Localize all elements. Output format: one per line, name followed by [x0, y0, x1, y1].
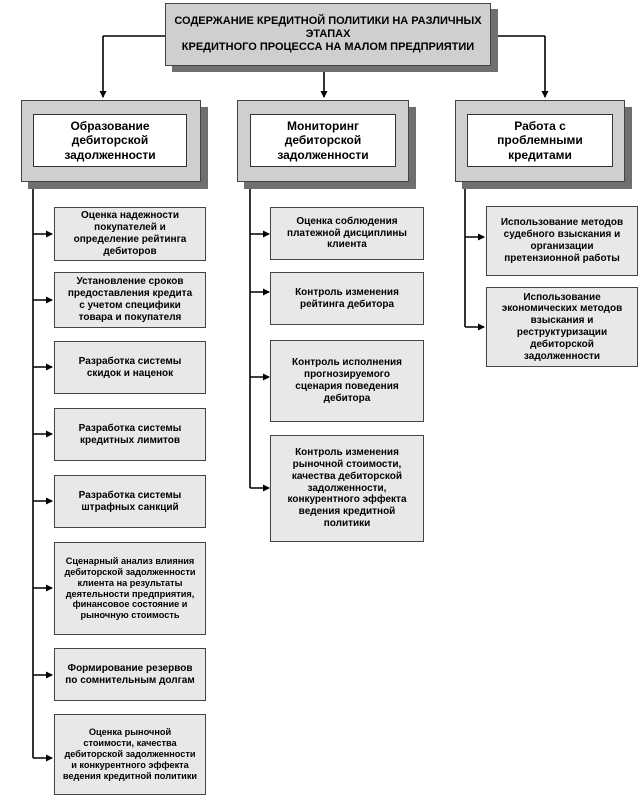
col1-item-5: Разработка системы штрафных санкций: [54, 475, 206, 528]
root-title-line1: СОДЕРЖАНИЕ КРЕДИТНОЙ ПОЛИТИКИ НА РАЗЛИЧН…: [174, 15, 482, 41]
col1-item-3: Разработка системы скидок и наценок: [54, 341, 206, 394]
col2-header: Мониторинг дебиторской задолженности: [250, 114, 396, 167]
col2-item-2: Контроль изменения рейтинга дебитора: [270, 272, 424, 325]
root-box: СОДЕРЖАНИЕ КРЕДИТНОЙ ПОЛИТИКИ НА РАЗЛИЧН…: [165, 3, 491, 66]
col3-item-2: Использование экономических методов взыс…: [486, 287, 638, 367]
col1-item-6: Сценарный анализ влияния дебиторской зад…: [54, 542, 206, 635]
col1-item-1: Оценка надежности покупателей и определе…: [54, 207, 206, 261]
col1-item-4: Разработка системы кредитных лимитов: [54, 408, 206, 461]
col1-item-8: Оценка рыночной стоимости, качества деби…: [54, 714, 206, 795]
col3-item-1: Использование методов судебного взыскани…: [486, 206, 638, 276]
col1-item-2: Установление сроков предоставления креди…: [54, 272, 206, 328]
col2-item-3: Контроль исполнения прогнозируемого сцен…: [270, 340, 424, 422]
col3-header: Работа с проблемными кредитами: [467, 114, 613, 167]
col2-item-4: Контроль изменения рыночной стоимости, к…: [270, 435, 424, 542]
col1-header: Образование дебиторской задолженности: [33, 114, 187, 167]
col1-item-7: Формирование резервов по сомнительным до…: [54, 648, 206, 701]
root-title-line2: КРЕДИТНОГО ПРОЦЕССА НА МАЛОМ ПРЕДПРИЯТИИ: [181, 40, 475, 53]
col2-item-1: Оценка соблюдения платежной дисциплины к…: [270, 207, 424, 260]
